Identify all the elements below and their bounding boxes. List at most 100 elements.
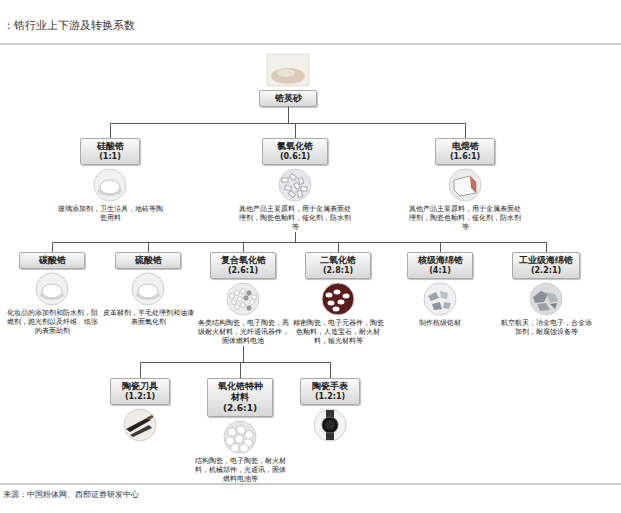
source-note: 来源：中国粉体网、西部证券研发中心 [3, 489, 139, 500]
product-box: 二氧化锆(2.8:1) [305, 252, 371, 279]
product-node: 工业级海绵锆(2.2:1)航空航天，冶金电子，合金添加剂，耐腐蚀设备等 [499, 252, 593, 337]
product-name: 硅酸锆 [87, 141, 133, 152]
icon-shape [250, 300, 255, 305]
icon-shape [235, 291, 240, 296]
usage-text: 化妆品的添加剂和防水剂，阻燃剂，跑光剂以及纤维、纸张的表面助剂 [6, 309, 98, 336]
conversion-ratio: (2.2:1) [519, 266, 573, 276]
product-photo [308, 408, 352, 442]
product-photo [218, 420, 262, 454]
product-box: 氯氧化锆(0.6:1) [262, 138, 328, 165]
product-box: 电熔锆(1.6:1) [435, 138, 495, 165]
product-box: 硫酸锆 [115, 252, 181, 269]
tree-connector [53, 232, 296, 252]
icon-shape [432, 302, 442, 310]
product-name: 锆英砂 [266, 93, 310, 104]
icon-shape [235, 435, 244, 444]
tree-connector [111, 107, 289, 138]
icon-shape [288, 191, 295, 198]
product-node: 氧化锆特种材料(2.6:1) 结构陶瓷，电子陶瓷，耐火材料，机械部件，光通讯，固体… [194, 378, 286, 484]
icon-shape [428, 292, 439, 301]
product-illustration [218, 420, 262, 454]
icon-shape [132, 273, 164, 305]
icon-shape [338, 300, 345, 305]
product-box: 核级海绵锆(4:1) [407, 252, 473, 279]
icon-shape [326, 410, 334, 440]
icon-shape [325, 420, 335, 430]
product-illustration [126, 272, 170, 306]
icon-shape [326, 293, 333, 298]
product-photo [118, 408, 162, 442]
icon-shape [232, 300, 237, 305]
icon-shape [241, 289, 246, 294]
conversion-ratio: (1.6:1) [442, 152, 488, 162]
usage-text: 精密陶瓷，电子元器件，陶瓷色釉料，人造宝石，耐火材料，输光材料等 [292, 319, 384, 346]
icon-shape [235, 305, 240, 310]
icon-shape [277, 69, 295, 77]
usage-text: 皮革鞣剂，羊毛处理剂和油漆表面氧化剂 [102, 309, 194, 327]
product-name: 工业级海绵锆 [519, 255, 573, 266]
usage-text: 其他产品主要原料，用于金属表面处理剂，陶瓷色釉料，催化剂，防水剂等 [239, 205, 351, 232]
icon-shape [289, 174, 296, 181]
product-node: 二氧化锆(2.8:1) 精密陶瓷，电子元器件，陶瓷色釉料，人造宝石，耐火材料，输光… [292, 252, 384, 346]
tree-connector [289, 107, 296, 138]
conversion-ratio: (1.2:1) [307, 392, 353, 402]
icon-shape [470, 176, 476, 193]
product-name: 碳酸锆 [26, 255, 78, 266]
product-name: 氧化锆特种材料(2.6:1) [214, 381, 266, 414]
product-name: 氯氧化锆 [269, 141, 321, 152]
tree-connector [244, 232, 296, 252]
product-node: 陶瓷刀具(1.2:1) [100, 378, 180, 445]
icon-shape [550, 303, 557, 309]
product-box: 锆英砂 [259, 90, 317, 107]
product-box: 氧化锆特种材料(2.6:1) [207, 378, 273, 417]
icon-shape [238, 297, 243, 302]
usage-text: 制作核级锆材 [394, 319, 486, 328]
icon-shape [94, 169, 126, 201]
icon-shape [294, 182, 301, 189]
icon-shape [230, 294, 235, 299]
top-rule [0, 44, 621, 45]
product-photo [88, 168, 132, 202]
product-name: 电熔锆 [442, 141, 488, 152]
tree-connector [149, 232, 296, 252]
usage-text: 各类结构陶瓷，电子陶瓷，高级耐火材料，光纤通讯器件，固体燃料电池 [197, 319, 289, 346]
conversion-ratio: (2.6:1) [217, 266, 269, 276]
icon-shape [271, 68, 305, 84]
conversion-ratio: (0.6:1) [269, 152, 321, 162]
icon-shape [282, 178, 288, 182]
product-photo [316, 282, 360, 316]
icon-shape [443, 302, 451, 309]
icon-shape [252, 295, 257, 300]
icon-shape [147, 415, 154, 420]
icon-shape [124, 409, 156, 441]
icon-shape [237, 426, 246, 435]
icon-shape [322, 417, 338, 433]
icon-shape [241, 303, 246, 308]
icon-shape [297, 191, 302, 198]
product-node: 碳酸锆化妆品的添加剂和防水剂，阻燃剂，跑光剂以及纤维、纸张的表面助剂 [6, 252, 98, 336]
icon-shape [227, 283, 259, 315]
tree-connector [244, 346, 331, 378]
product-box: 陶瓷手表(1.2:1) [300, 378, 360, 405]
icon-shape [343, 294, 350, 299]
icon-shape [449, 169, 481, 201]
product-illustration [443, 168, 487, 202]
icon-shape [530, 283, 562, 315]
icon-shape [231, 444, 240, 453]
usage-text: 玻璃添加剂，卫生洁具，地砖等陶瓷用料 [56, 205, 164, 223]
bottom-rule [0, 484, 621, 485]
icon-shape [267, 54, 309, 86]
product-photo [30, 272, 74, 306]
product-illustration [221, 282, 265, 316]
product-photo [126, 272, 170, 306]
product-name: 陶瓷手表 [307, 381, 353, 392]
icon-shape [537, 303, 550, 311]
usage-text: 结构陶瓷，电子陶瓷，耐火材料，机械部件，光通讯，固体燃料电池等 [194, 457, 286, 484]
product-name: 二氧化锆 [312, 255, 364, 266]
product-name: 硫酸锆 [122, 255, 174, 266]
tree-connector [289, 107, 466, 138]
product-node: 复合氧化锆(2.6:1)各类结构陶瓷，电子陶瓷，高级耐火材料，光纤通讯器件，固体… [197, 252, 289, 346]
product-node: 硫酸锆皮革鞣剂，羊毛处理剂和油漆表面氧化剂 [102, 252, 194, 327]
icon-shape [247, 306, 252, 311]
product-name: 陶瓷刀具 [117, 381, 163, 392]
